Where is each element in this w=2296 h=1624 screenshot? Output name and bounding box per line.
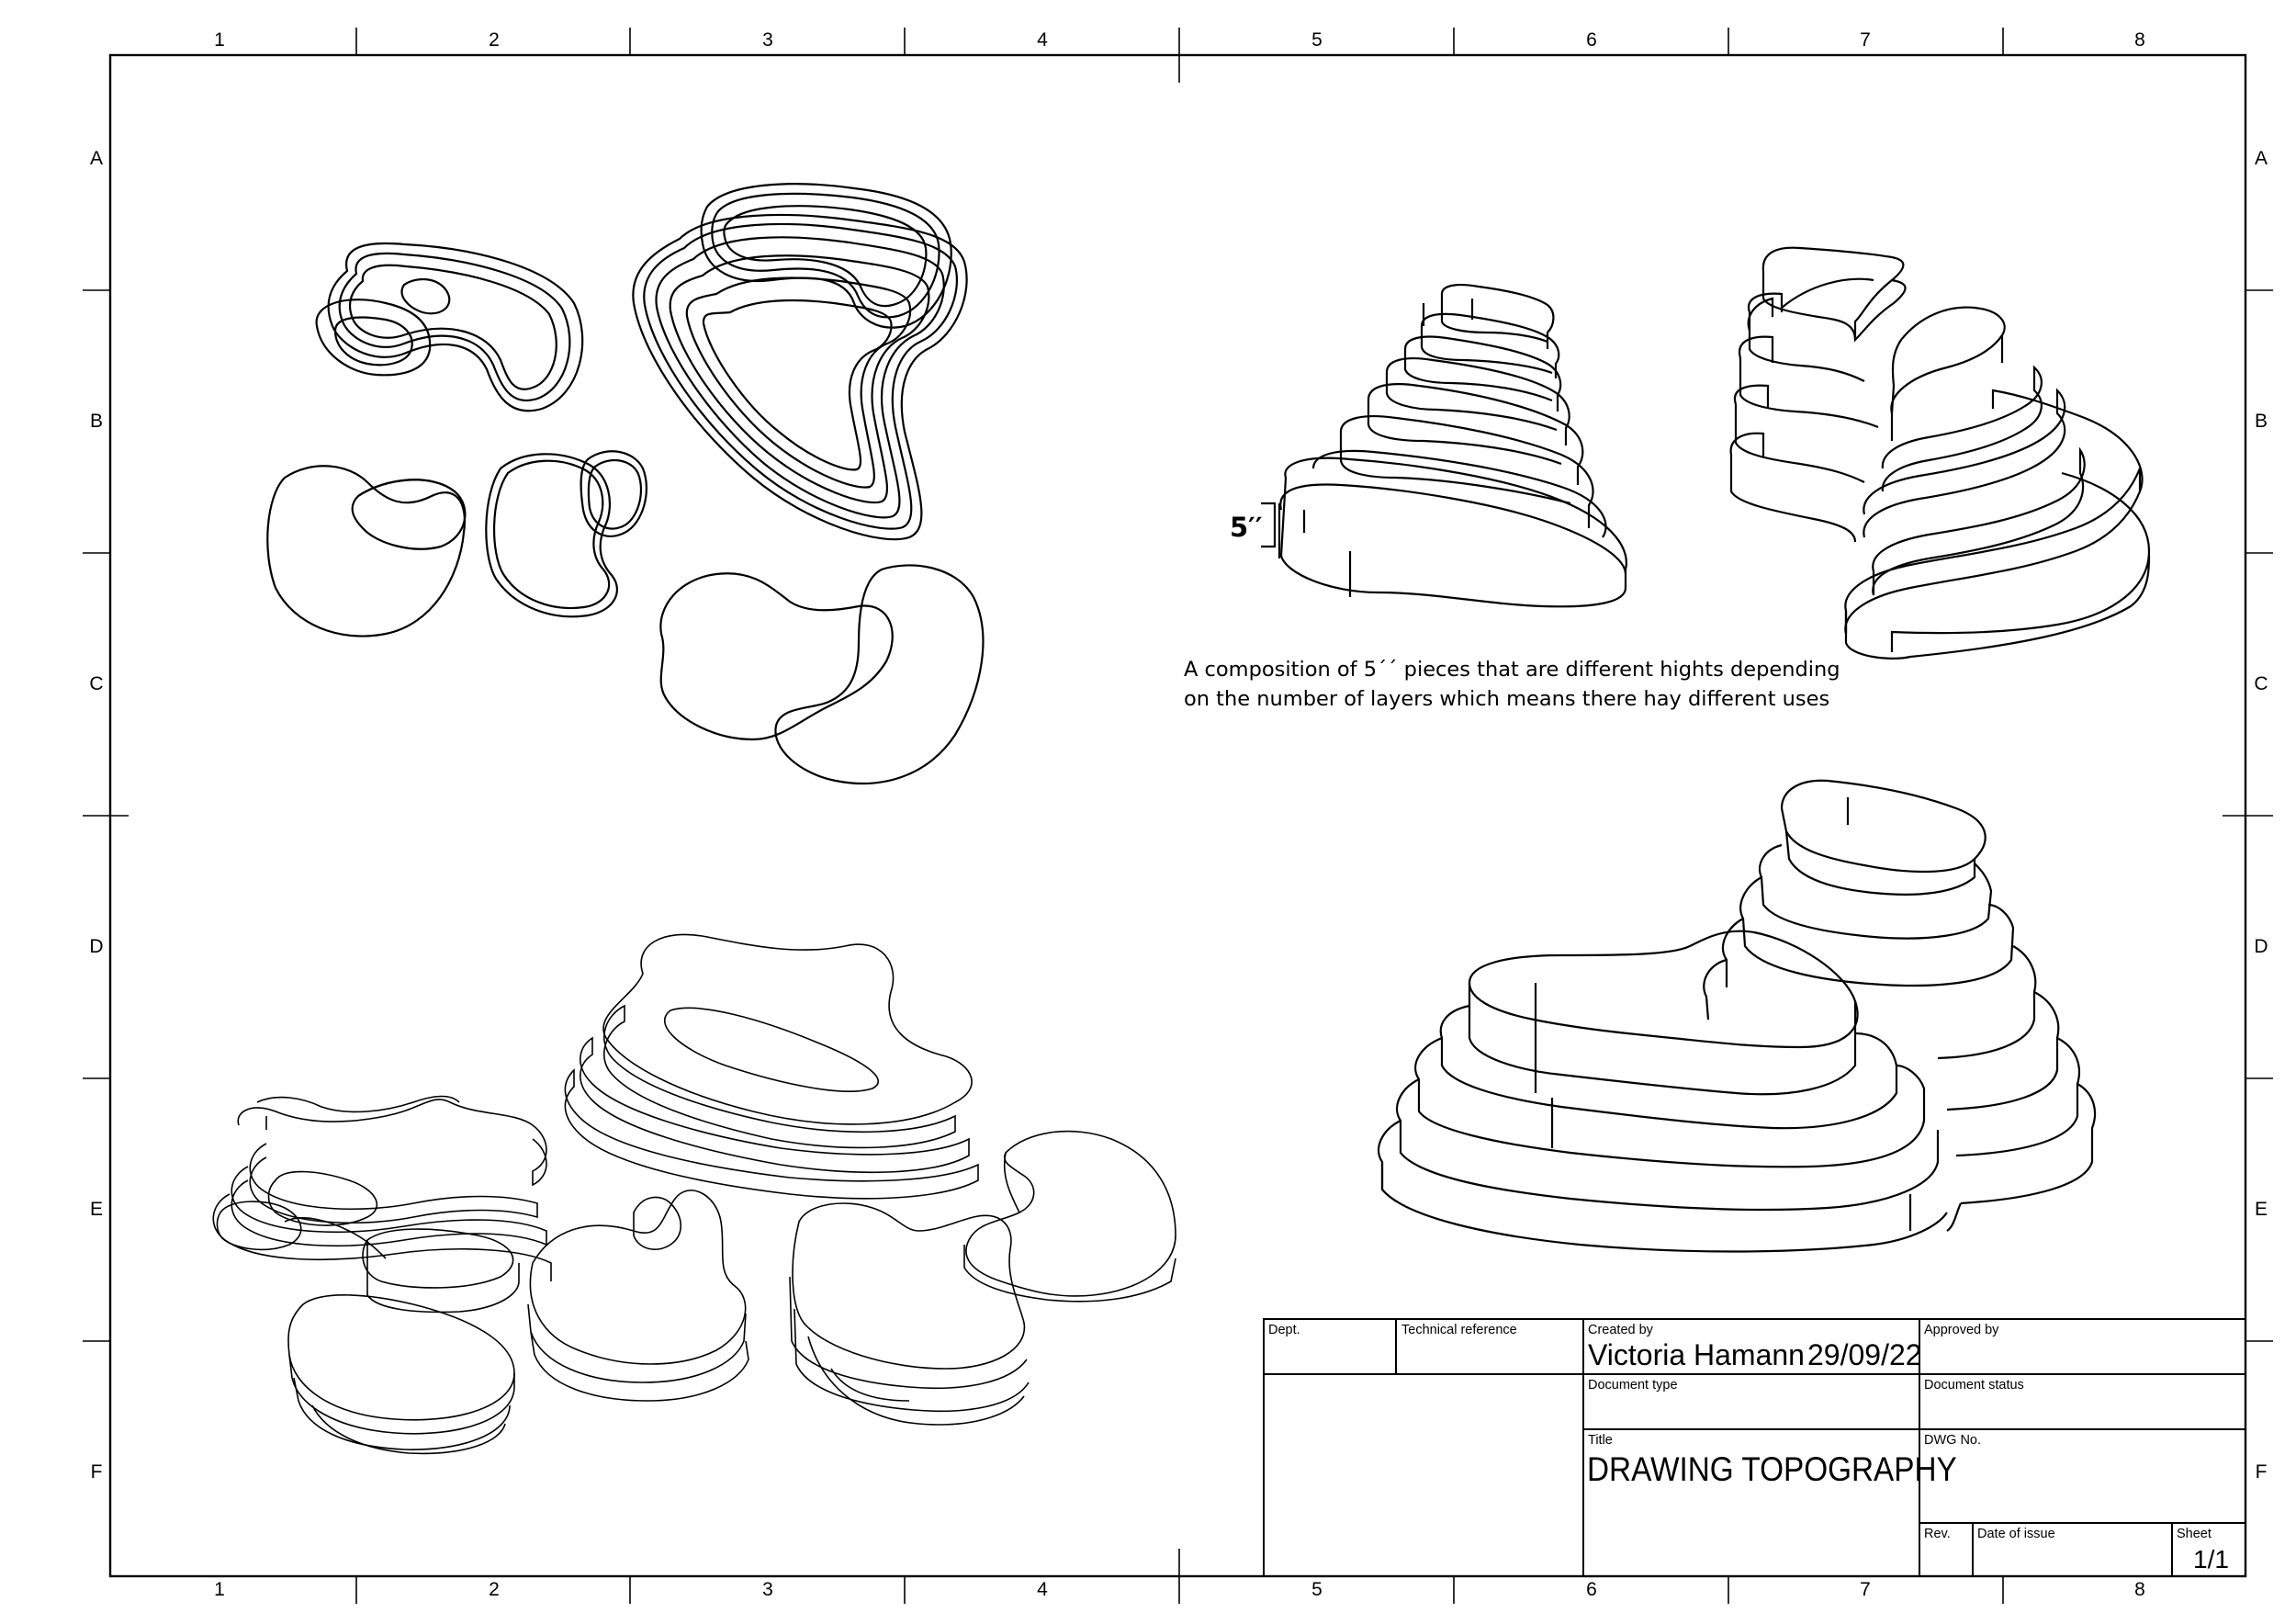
row-label-f-right: F [2255,1461,2268,1483]
document-type-label: Document type [1588,1378,1678,1393]
row-label-e-right: E [2254,1199,2268,1220]
created-by-label: Created by [1588,1323,1653,1337]
col-label-5: 5 [1311,29,1322,51]
row-label-a-right: A [2254,148,2268,169]
dwg-no-label: DWG No. [1924,1433,1982,1448]
dept-label: Dept. [1268,1323,1300,1337]
row-label-e: E [89,1199,103,1220]
col-label-3-bottom: 3 [762,1579,773,1600]
created-date: 29/09/22 [1807,1338,1922,1371]
col-label-8: 8 [2134,29,2145,51]
contour-plan-1 [315,242,584,412]
composite-model [1377,779,2097,1253]
approved-by-label: Approved by [1924,1323,1999,1337]
title-label: Title [1588,1433,1613,1448]
contour-plan-2 [632,183,968,541]
dimension-bracket [1261,502,1277,548]
col-label-2-bottom: 2 [489,1579,500,1600]
layered-cluster [212,933,1176,1455]
sheet-label: Sheet [2177,1527,2212,1541]
col-label-3: 3 [762,29,773,51]
col-label-8-bottom: 8 [2134,1579,2145,1600]
composition-note: A composition of 5´´ pieces that are dif… [1184,658,1840,711]
bean-plan-1 [266,465,467,637]
col-label-4-bottom: 4 [1037,1579,1048,1600]
row-label-c: C [89,673,104,694]
terraced-model-2 [1729,246,2151,660]
sheet-number: 1/1 [2193,1545,2229,1573]
grid-ticks [83,28,2273,1604]
technical-reference-label: Technical reference [1401,1323,1517,1337]
rev-label: Rev. [1924,1527,1951,1541]
row-label-d-right: D [2254,936,2268,957]
drawing-title: DRAWING TOPOGRAPHY [1587,1450,1957,1488]
row-label-b: B [89,411,103,432]
row-label-a: A [89,148,103,169]
col-label-4: 4 [1037,29,1048,51]
col-label-5-bottom: 5 [1311,1579,1322,1600]
title-block-frame [1263,1318,2246,1577]
col-label-7-bottom: 7 [1860,1579,1871,1600]
col-label-2: 2 [489,29,500,51]
row-label-b-right: B [2254,411,2268,432]
bean-plan-2 [485,450,647,618]
col-label-6: 6 [1586,29,1597,51]
terraced-model-1 [1277,284,1627,608]
col-label-6-bottom: 6 [1586,1579,1597,1600]
row-label-d: D [89,936,104,957]
col-label-7: 7 [1860,29,1871,51]
col-label-1: 1 [214,29,225,51]
row-label-f: F [90,1461,103,1483]
created-by-value: Victoria Hamann [1588,1338,1805,1371]
col-label-1-bottom: 1 [214,1579,225,1600]
document-status-label: Document status [1924,1378,2024,1393]
bean-plan-3 [659,564,985,784]
drawing-border [108,53,2247,1578]
row-label-c-right: C [2254,673,2268,694]
dimension-label: 5′′ [1230,512,1263,543]
date-of-issue-label: Date of issue [1977,1527,2055,1541]
